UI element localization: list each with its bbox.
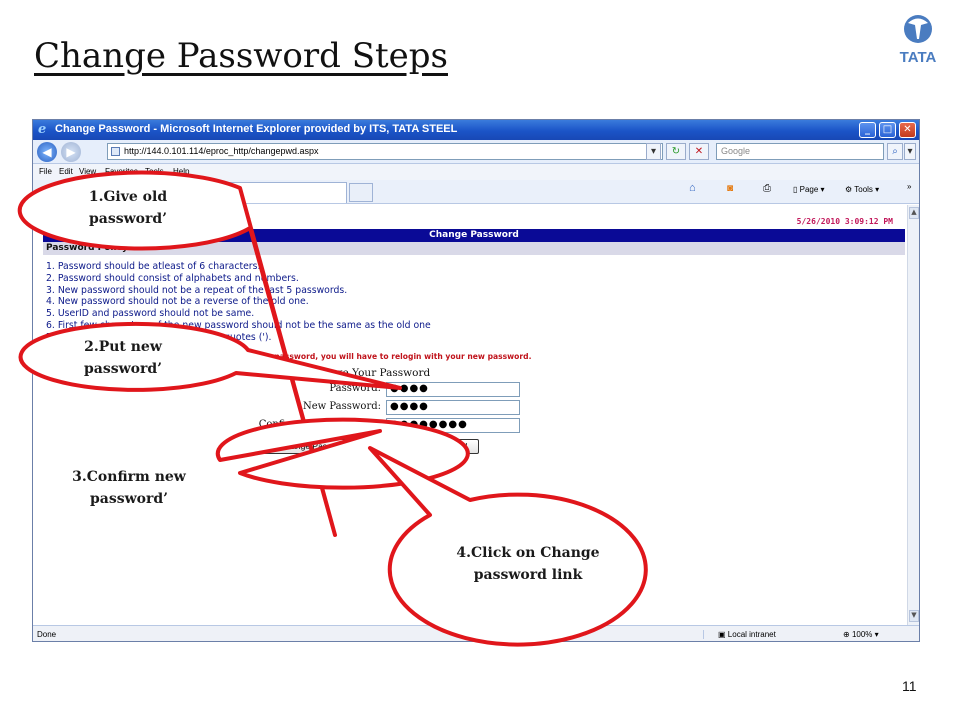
tata-logo: TATA — [900, 15, 937, 66]
vertical-scrollbar[interactable]: ▲ ▼ — [907, 205, 919, 625]
slide-number: 11 — [902, 678, 917, 694]
logo-text: TATA — [900, 49, 937, 66]
address-bar: ◀ ▶ http://144.0.101.114/eproc_http/chan… — [33, 140, 919, 164]
callout-1-line-2: password’ — [88, 211, 168, 227]
new-tab-button[interactable] — [349, 183, 373, 202]
callout-1-line-1: 1.Give old — [88, 189, 168, 205]
page-icon — [111, 147, 120, 156]
maximize-button[interactable]: □ — [879, 122, 896, 138]
search-icon[interactable]: ⌕ — [887, 143, 903, 160]
window-titlebar: e Change Password - Microsoft Internet E… — [33, 120, 919, 140]
minimize-button[interactable]: _ — [859, 122, 876, 138]
menu-edit[interactable]: Edit — [59, 167, 73, 176]
callout-3-line-1: 3.Confirm new — [72, 469, 186, 485]
callout-3-line-2: password’ — [89, 491, 169, 507]
tools-menu[interactable]: ⚙ Tools ▾ — [845, 185, 880, 194]
page-menu-label: Page — [799, 185, 819, 194]
callout-step-1: 1.Give old password’ — [52, 186, 204, 230]
scroll-up-icon[interactable]: ▲ — [909, 207, 919, 219]
status-text: Done — [37, 630, 57, 639]
relogin-note: On changing the password, you will have … — [201, 352, 532, 361]
home-icon[interactable]: ⌂ — [689, 182, 696, 194]
policy-item: 2. Password should consist of alphabets … — [46, 272, 299, 284]
policy-heading: Password Policy — [43, 242, 905, 255]
print-icon[interactable]: ⎙ — [763, 183, 771, 194]
menu-view[interactable]: View — [79, 167, 97, 176]
url-text: http://144.0.101.114/eproc_http/changepw… — [124, 146, 319, 156]
policy-item: 3. New password should not be a repeat o… — [46, 284, 348, 296]
close-window-button[interactable]: ✕ — [899, 122, 916, 138]
confirm-password-field[interactable]: ●●●●●●●● — [386, 418, 520, 433]
menu-bar: File Edit View Favorites Tools Help — [33, 164, 919, 180]
window-title: Change Password - Microsoft Internet Exp… — [55, 123, 458, 135]
slide-title: Change Password Steps — [34, 36, 448, 76]
zoom-control[interactable]: ⊕ 100% ▾ — [843, 630, 879, 639]
confirm-password-label: Confirm New Password: — [258, 419, 381, 430]
policy-item: 1. Password should be atleast of 6 chara… — [46, 261, 261, 272]
password-field[interactable]: ●●●● — [386, 382, 520, 397]
policy-item: 6. First few characters of the new passw… — [46, 319, 431, 331]
feeds-icon[interactable]: ◙ — [727, 183, 734, 194]
menu-file[interactable]: File — [39, 167, 52, 176]
url-input[interactable]: http://144.0.101.114/eproc_http/changepw… — [107, 143, 663, 160]
change-password-button[interactable]: Change Password — [248, 439, 382, 454]
page-header: Change Password — [43, 229, 905, 242]
zoom-icon: ⊕ — [843, 630, 850, 639]
new-password-label: New Password: — [302, 401, 381, 412]
chevron-right-icon[interactable]: » — [907, 182, 912, 191]
scroll-down-icon[interactable]: ▼ — [909, 610, 919, 622]
refresh-icon[interactable]: ↻ — [666, 143, 686, 160]
callout-step-4: 4.Click on Change password link — [440, 542, 616, 586]
tools-menu-label: Tools — [854, 185, 873, 194]
status-bar: Done ▣ Local intranet ⊕ 100% ▾ — [33, 625, 919, 641]
password-label: Password: — [329, 383, 381, 394]
page-menu[interactable]: ▯ Page ▾ — [793, 185, 825, 194]
policy-item: 5. UserID and password should not be sam… — [46, 308, 255, 320]
callout-4-line-2: password link — [473, 567, 583, 583]
search-options-button[interactable]: ▾ — [904, 143, 916, 160]
callout-step-2: 2.Put new password’ — [52, 336, 194, 380]
policy-list: 1. Password should be atleast of 6 chara… — [46, 261, 431, 344]
zone-indicator: ▣ Local intranet — [703, 630, 776, 639]
back-button[interactable]: ◀ — [37, 142, 57, 162]
ie-icon: e — [38, 122, 47, 137]
policy-item: 4. New password should not be a reverse … — [46, 296, 309, 308]
zoom-label: 100% — [851, 630, 873, 639]
callout-2-line-2: password’ — [83, 361, 163, 377]
url-dropdown-button[interactable]: ▾ — [646, 143, 661, 160]
intranet-icon: ▣ — [718, 630, 726, 639]
form-title: Change Your Password — [308, 367, 431, 379]
zone-label: Local intranet — [727, 630, 776, 639]
cancel-button[interactable]: Cancel — [429, 439, 479, 454]
search-input[interactable]: Google — [716, 143, 884, 160]
callout-4-line-1: 4.Click on Change — [456, 545, 600, 561]
menu-favorites[interactable]: Favorites — [105, 167, 138, 176]
menu-help[interactable]: Help — [173, 167, 190, 176]
menu-tools[interactable]: Tools — [145, 167, 164, 176]
new-password-field[interactable]: ●●●● — [386, 400, 520, 415]
forward-button[interactable]: ▶ — [61, 142, 81, 162]
callout-2-line-1: 2.Put new — [84, 339, 162, 355]
stop-icon[interactable]: ✕ — [689, 143, 709, 160]
favorites-star-icon[interactable]: ★ — [39, 183, 52, 199]
callout-step-3: 3.Confirm new password’ — [46, 466, 212, 510]
datetime: 5/26/2010 3:09:12 PM — [796, 217, 893, 226]
